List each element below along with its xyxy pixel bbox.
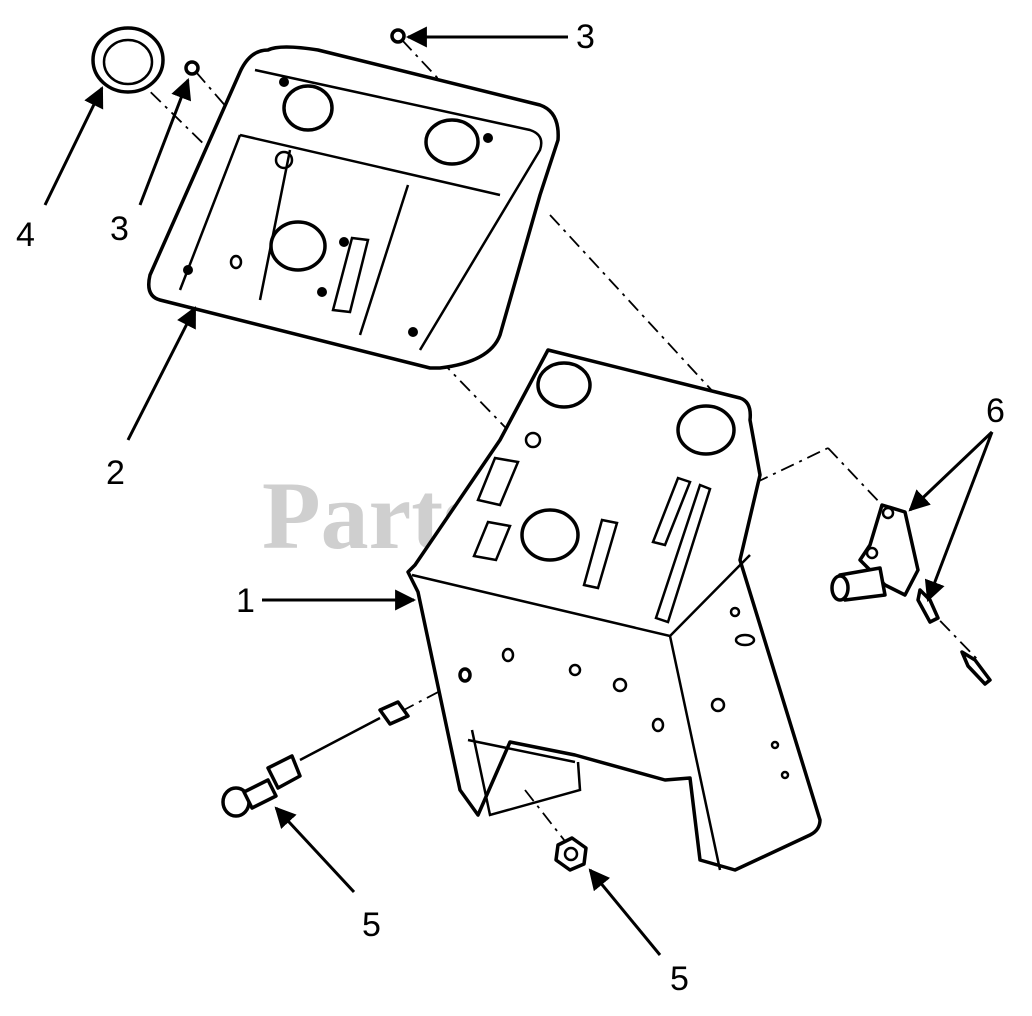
callout-3-left: 3 <box>110 210 129 248</box>
callout-labels: 4 3 3 2 1 5 5 6 <box>16 18 1005 998</box>
callout-6: 6 <box>986 392 1005 430</box>
dash-shroud <box>147 45 560 370</box>
leader-lines <box>43 26 994 956</box>
screws <box>184 28 406 76</box>
callout-1: 1 <box>236 582 255 620</box>
latch-assembly <box>830 503 992 686</box>
callout-3-top: 3 <box>576 18 595 56</box>
panel-bracket <box>406 348 822 872</box>
callout-4: 4 <box>16 216 35 254</box>
hex-nut <box>554 836 588 872</box>
choke-cable-knob <box>221 700 410 818</box>
callout-5-nut: 5 <box>670 960 689 998</box>
callout-5-knob: 5 <box>362 906 381 944</box>
callout-2: 2 <box>106 454 125 492</box>
gauge-bezel-ring <box>91 26 165 94</box>
